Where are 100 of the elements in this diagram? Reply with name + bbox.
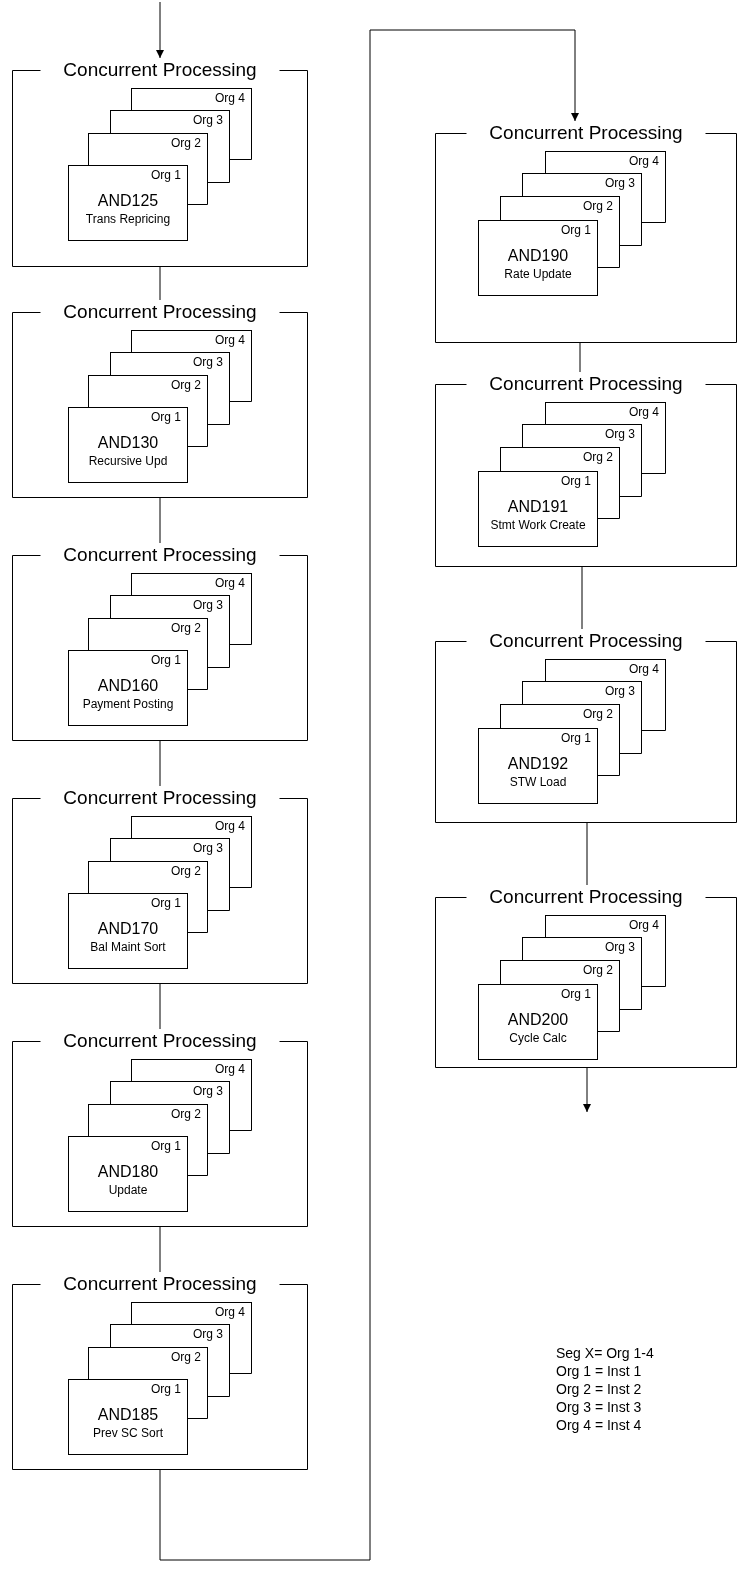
job-code: AND191 — [506, 498, 570, 516]
stacked-card — [131, 88, 252, 110]
org-label: Org 3 — [193, 1327, 223, 1341]
stacked-card — [545, 659, 666, 681]
org-label: Org 3 — [605, 427, 635, 441]
connector-line — [159, 497, 161, 544]
stacked-card — [522, 681, 642, 704]
stacked-card — [110, 595, 230, 618]
stacked-card — [88, 618, 208, 650]
org-label: Org 3 — [193, 598, 223, 612]
job-name: Stmt Work Create — [489, 518, 587, 532]
org-label: Org 2 — [583, 199, 613, 213]
org-label: Org 2 — [171, 136, 201, 150]
org-label: Org 3 — [193, 113, 223, 127]
org-label: Org 4 — [215, 1062, 245, 1076]
job-code: AND192 — [506, 755, 570, 773]
org-label: Org 1 — [151, 1382, 181, 1396]
org-label: Org 2 — [171, 864, 201, 878]
org-label: Org 4 — [629, 405, 659, 419]
org-label: Org 4 — [215, 1305, 245, 1319]
note-line: Org 4 = Inst 4 — [556, 1416, 642, 1434]
job-code: AND125 — [96, 192, 160, 210]
job-name: Update — [107, 1183, 149, 1197]
connector-line — [159, 740, 161, 787]
stacked-card — [88, 133, 208, 165]
connector-line — [159, 983, 161, 1030]
stacked-card — [110, 352, 230, 375]
connector-line — [159, 266, 161, 301]
job-name: Prev SC Sort — [92, 1426, 164, 1440]
stacked-card — [478, 471, 598, 547]
org-label: Org 2 — [171, 378, 201, 392]
org-label: Org 4 — [215, 91, 245, 105]
org-label: Org 3 — [193, 1084, 223, 1098]
connector-line — [586, 822, 588, 886]
org-label: Org 1 — [151, 1139, 181, 1153]
stacked-card — [110, 110, 230, 133]
job-code: AND185 — [96, 1406, 160, 1424]
stacked-card — [545, 402, 666, 424]
stacked-card — [522, 937, 642, 960]
job-code: AND200 — [506, 1011, 570, 1029]
stacked-card — [68, 407, 188, 483]
stacked-card — [500, 704, 620, 728]
org-label: Org 2 — [583, 963, 613, 977]
stacked-card — [500, 447, 620, 471]
stacked-card — [88, 861, 208, 893]
arrow — [583, 1067, 591, 1113]
org-label: Org 3 — [193, 355, 223, 369]
job-name: Payment Posting — [81, 697, 175, 711]
org-label: Org 2 — [171, 1107, 201, 1121]
org-label: Org 1 — [151, 896, 181, 910]
org-label: Org 2 — [171, 621, 201, 635]
stacked-card — [131, 1059, 252, 1081]
stacked-card — [110, 838, 230, 861]
stacked-card — [545, 151, 666, 173]
job-name: Recursive Upd — [87, 454, 169, 468]
org-label: Org 2 — [583, 450, 613, 464]
stacked-card — [522, 424, 642, 447]
org-label: Org 4 — [629, 154, 659, 168]
job-name: Trans Repricing — [84, 212, 172, 226]
org-label: Org 4 — [629, 662, 659, 676]
stacked-card — [68, 1136, 188, 1212]
job-code: AND160 — [96, 677, 160, 695]
arrow — [156, 1, 164, 59]
stacked-card — [68, 165, 188, 241]
org-label: Org 4 — [215, 576, 245, 590]
stacked-card — [131, 1302, 252, 1324]
org-label: Org 2 — [583, 707, 613, 721]
org-label: Org 1 — [561, 731, 591, 745]
job-name: Bal Maint Sort — [89, 940, 167, 954]
org-label: Org 2 — [171, 1350, 201, 1364]
stacked-card — [68, 1379, 188, 1455]
job-code: AND130 — [96, 434, 160, 452]
note-line: Seg X= Org 1-4 — [556, 1344, 654, 1362]
org-label: Org 4 — [215, 819, 245, 833]
stacked-card — [88, 1347, 208, 1379]
org-label: Org 1 — [151, 653, 181, 667]
stacked-card — [478, 220, 598, 296]
stacked-card — [478, 984, 598, 1060]
stacked-card — [68, 893, 188, 969]
stacked-card — [68, 650, 188, 726]
stacked-card — [500, 960, 620, 984]
job-name: STW Load — [508, 775, 568, 789]
connector-line — [579, 342, 581, 373]
note-line: Org 1 = Inst 1 — [556, 1362, 642, 1380]
org-label: Org 4 — [215, 333, 245, 347]
stacked-card — [110, 1081, 230, 1104]
job-code: AND170 — [96, 920, 160, 938]
stacked-card — [500, 196, 620, 220]
connector-line — [581, 566, 583, 630]
org-label: Org 1 — [151, 410, 181, 424]
org-label: Org 1 — [561, 223, 591, 237]
org-label: Org 1 — [151, 168, 181, 182]
job-code: AND190 — [506, 247, 570, 265]
stacked-card — [545, 915, 666, 937]
stacked-card — [110, 1324, 230, 1347]
org-label: Org 3 — [605, 684, 635, 698]
stacked-card — [88, 1104, 208, 1136]
stacked-card — [522, 173, 642, 196]
stacked-card — [88, 375, 208, 407]
org-label: Org 1 — [561, 474, 591, 488]
